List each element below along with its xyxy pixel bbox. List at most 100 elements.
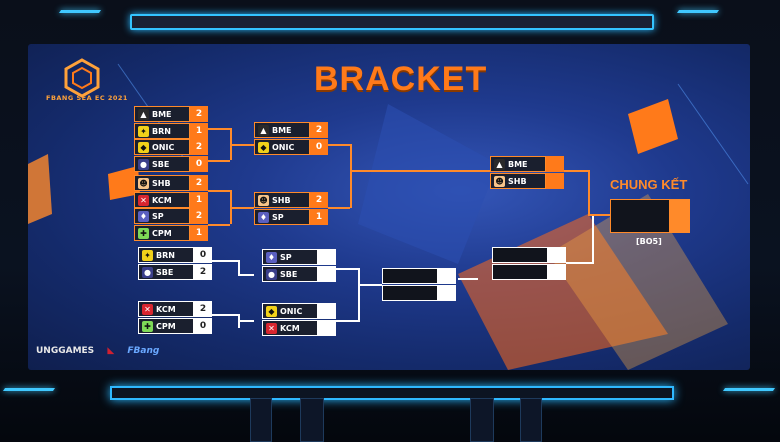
connector-line <box>358 284 382 286</box>
team-score: 1 <box>190 225 208 241</box>
match-lower-final[interactable] <box>492 247 566 281</box>
team-logo-icon: ✚ <box>138 228 149 239</box>
team-logo-icon: ● <box>142 267 153 278</box>
team-logo-icon: ● <box>266 269 277 280</box>
team-score: 2 <box>310 122 328 138</box>
sponsor-fbang: FBang <box>127 346 160 356</box>
stripe-light <box>676 10 720 13</box>
match-lower-r2-1[interactable]: ♦SP ●SBE <box>262 249 336 283</box>
fbang-logo-icon <box>64 58 100 98</box>
team-score: 2 <box>190 175 208 191</box>
connector-line <box>350 144 352 208</box>
team-score: 2 <box>194 264 212 280</box>
team-name: SBE <box>156 268 174 277</box>
grand-final-label: CHUNG KẾT <box>610 177 688 192</box>
team-name: SBE <box>152 160 170 169</box>
team-logo-icon: ● <box>138 159 149 170</box>
team-name: BRN <box>156 251 175 260</box>
team-logo-icon: ▲ <box>258 125 269 136</box>
team-logo-icon: ✦ <box>142 250 153 261</box>
match-lower-r2-2[interactable]: ◆ONIC ✕KCM <box>262 303 336 337</box>
connector-line <box>212 314 238 316</box>
team-name: KCM <box>152 196 172 205</box>
stage-pillar <box>520 398 542 442</box>
team-score: 1 <box>190 192 208 208</box>
team-score: 1 <box>190 123 208 139</box>
team-logo-icon: ✕ <box>266 323 277 334</box>
stripe-light <box>2 388 56 391</box>
stage-pillar <box>470 398 494 442</box>
match-upper-final[interactable]: ▲BME ☻SHB <box>490 156 564 190</box>
team-name: CPM <box>156 322 176 331</box>
logo-text: FBANG SEA EC 2021 <box>46 94 128 102</box>
team-name: KCM <box>280 324 300 333</box>
team-name: ONIC <box>272 143 295 152</box>
team-name: SBE <box>280 270 298 279</box>
team-logo-icon: ✚ <box>142 321 153 332</box>
stage-pillar <box>300 398 324 442</box>
connector-line <box>238 320 254 322</box>
team-name: SHB <box>508 177 527 186</box>
team-score: 2 <box>194 301 212 317</box>
team-logo-icon: ☻ <box>494 176 505 187</box>
team-logo-icon: ✦ <box>138 126 149 137</box>
connector-line <box>564 170 588 172</box>
match-upper-r2-1[interactable]: ▲BME 2 ◆ONIC 0 <box>254 122 328 156</box>
connector-line <box>208 160 230 162</box>
connector-line <box>238 260 240 274</box>
team-score: 1 <box>310 209 328 225</box>
team-score <box>318 303 336 319</box>
team-score: 0 <box>310 139 328 155</box>
grand-final-box[interactable] <box>610 199 670 233</box>
connector-line <box>208 224 230 226</box>
team-logo-icon: ✕ <box>138 195 149 206</box>
team-logo-icon: ☻ <box>138 178 149 189</box>
team-name: SP <box>152 212 164 221</box>
team-score: 0 <box>194 247 212 263</box>
connector-line <box>238 274 254 276</box>
team-score <box>546 173 564 189</box>
sponsor-icon: ◣ <box>107 346 115 356</box>
match-lower-r1-1[interactable]: ✦BRN 0 ●SBE 2 <box>138 247 212 281</box>
connector-line <box>566 262 592 264</box>
team-name: BME <box>272 126 292 135</box>
team-name: SHB <box>272 196 291 205</box>
team-name: ONIC <box>152 143 175 152</box>
team-logo-icon: ☻ <box>258 195 269 206</box>
team-logo-icon: ◆ <box>258 142 269 153</box>
team-logo-icon: ♦ <box>258 212 269 223</box>
team-logo-icon: ▲ <box>494 159 505 170</box>
connector-line <box>588 170 590 214</box>
connector-line <box>458 278 478 280</box>
connector-line <box>230 144 254 146</box>
team-logo-icon: ✕ <box>142 304 153 315</box>
connector-line <box>328 207 350 209</box>
team-name: CPM <box>152 229 172 238</box>
team-logo-icon: ◆ <box>266 306 277 317</box>
team-logo-icon: ▲ <box>138 109 149 120</box>
connector-line <box>588 214 610 216</box>
connector-line <box>212 260 238 262</box>
team-score: 0 <box>190 156 208 172</box>
team-score <box>318 249 336 265</box>
connector-line <box>336 268 358 270</box>
connector-line <box>328 144 350 146</box>
team-name: SP <box>280 253 292 262</box>
team-name: BRN <box>152 127 171 136</box>
team-name: ONIC <box>280 307 303 316</box>
connector-line <box>350 170 490 172</box>
connector-line <box>358 268 360 322</box>
connector-line <box>208 128 230 130</box>
connector-line <box>208 190 230 192</box>
team-name: BME <box>508 160 528 169</box>
team-score: 2 <box>190 208 208 224</box>
stripe-light <box>722 388 776 391</box>
match-lower-r3[interactable] <box>382 268 456 302</box>
team-score <box>546 156 564 172</box>
